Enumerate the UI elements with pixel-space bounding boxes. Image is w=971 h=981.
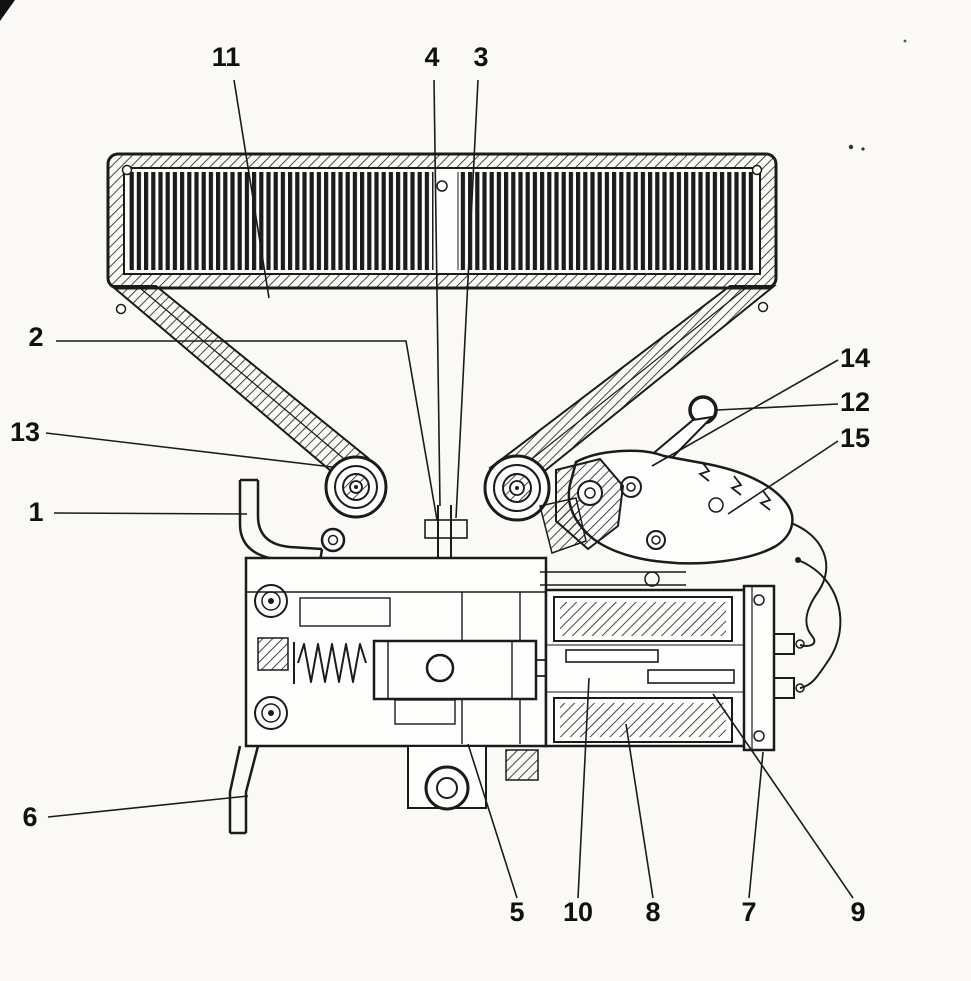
callout-leader-14 (651, 359, 839, 467)
bolt-boss-upper (254, 584, 288, 618)
roller-support (539, 497, 587, 554)
hose-lines (785, 518, 842, 689)
upper-cylinder (553, 596, 733, 642)
end-cap (742, 584, 776, 752)
callout-leader-12 (716, 403, 839, 411)
callout-label-15: 15 (840, 423, 870, 453)
left-bracket (238, 478, 324, 564)
piston-block (372, 639, 560, 701)
left-arm (109, 285, 370, 484)
fin-block (106, 152, 778, 315)
callout-leader-1 (53, 512, 248, 515)
callout-leader-10 (577, 677, 590, 899)
right-roller (483, 454, 551, 522)
cylinder-assembly (540, 518, 842, 752)
return-spring (293, 642, 367, 684)
callout-label-9: 9 (850, 897, 865, 927)
cotter-pins (698, 461, 772, 511)
callout-leader-4 (433, 79, 441, 507)
callout-label-6: 6 (22, 802, 37, 832)
callout-label-1: 1 (28, 497, 43, 527)
pivot-bracket (407, 745, 487, 811)
callout-label-8: 8 (645, 897, 660, 927)
callout-leader-13 (45, 432, 333, 468)
left-roller (324, 455, 388, 519)
mount-foot (228, 745, 260, 835)
callout-leader-9 (712, 693, 854, 899)
chassis-body (228, 556, 560, 835)
idler-roller (320, 527, 346, 553)
piston-rods (546, 644, 744, 693)
callout-label-4: 4 (424, 42, 439, 72)
paper-specks (0, 0, 907, 151)
bleed-fittings (773, 633, 805, 699)
callout-label-11: 11 (212, 42, 241, 72)
callout-label-10: 10 (563, 897, 593, 927)
bolt-boss-lower (254, 696, 288, 730)
callout-leader-6 (47, 795, 249, 818)
callout-leader-2 (56, 340, 438, 521)
hatched-spacer (257, 637, 289, 671)
block-screw (436, 180, 448, 192)
callout-leader-7 (748, 751, 764, 899)
callout-leader-5 (467, 743, 518, 899)
right-arm (488, 285, 777, 496)
callout-leader-3 (455, 79, 479, 519)
callout-label-7: 7 (741, 897, 756, 927)
callout-label-13: 13 (10, 417, 40, 447)
callout-label-12: 12 (840, 387, 870, 417)
callout-leader-8 (625, 723, 654, 899)
funnel-arms (109, 285, 777, 496)
callout-label-5: 5 (509, 897, 524, 927)
callout-layer: 11 4 3 2 14 12 13 15 1 6 5 10 8 7 9 (10, 42, 870, 927)
callout-leader-15 (727, 440, 839, 515)
lower-cylinder (553, 697, 733, 743)
callout-label-14: 14 (840, 343, 870, 373)
callout-label-2: 2 (28, 322, 43, 352)
lever-assembly (539, 395, 794, 565)
callout-leader-11 (233, 79, 270, 299)
hatched-pad (505, 749, 539, 781)
callout-label-3: 3 (473, 42, 488, 72)
